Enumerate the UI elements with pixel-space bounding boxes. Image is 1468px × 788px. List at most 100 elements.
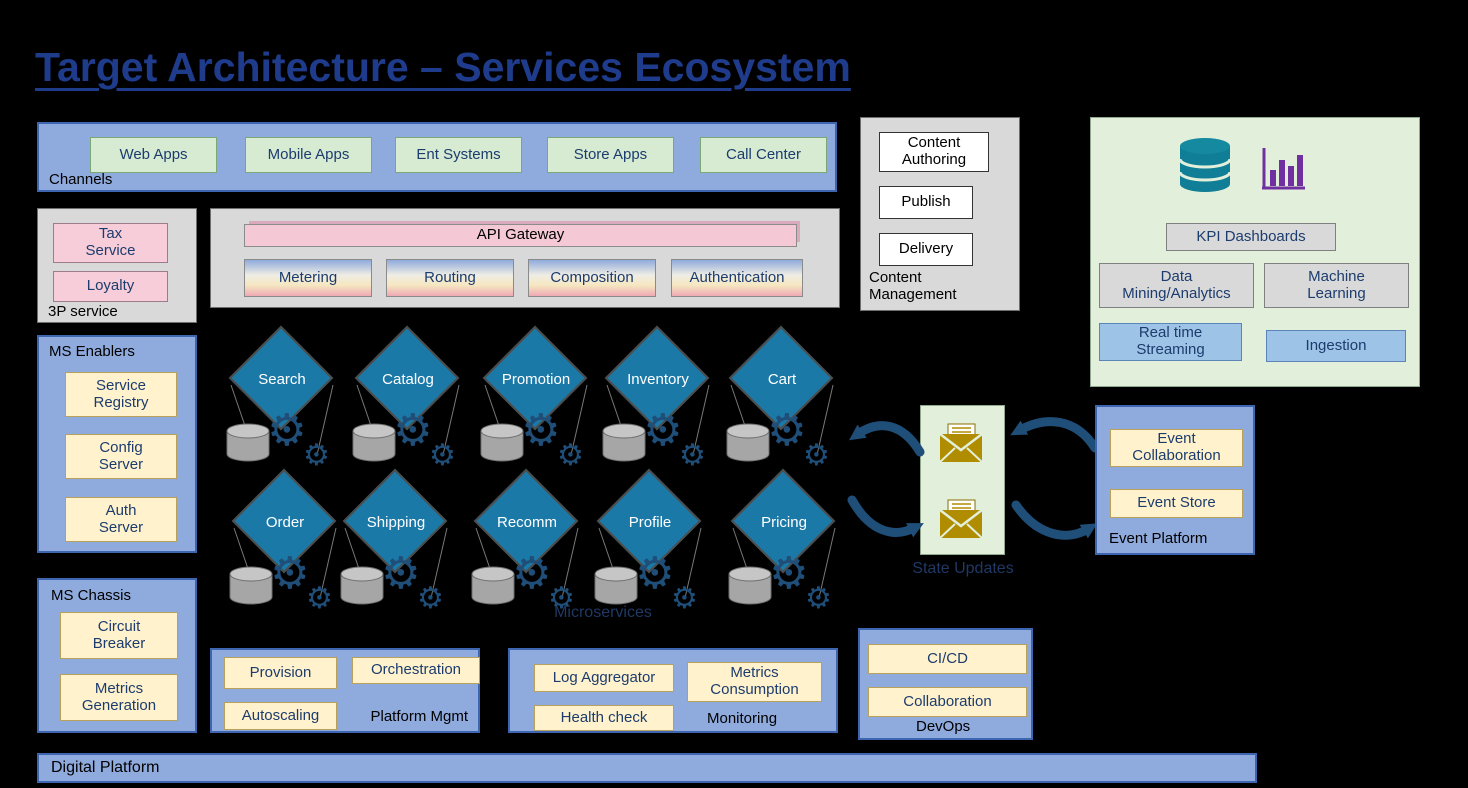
monitoring-panel: Log Aggregator Metrics Consumption Healt… — [508, 648, 838, 733]
service-name: Search — [258, 370, 306, 388]
database-cylinder-icon — [225, 423, 271, 463]
config-server-box: Config Server — [65, 434, 177, 479]
monitoring-label: Monitoring — [707, 709, 778, 727]
ms-enablers-label: MS Enablers — [49, 343, 135, 360]
gear-icon: ⚙ — [767, 405, 807, 456]
tax-service-box: Tax Service — [53, 223, 168, 263]
gear-icon: ⚙ — [643, 405, 683, 456]
gear-icon: ⚙ — [548, 581, 575, 616]
database-cylinder-icon — [725, 423, 771, 463]
database-cylinder-icon — [228, 566, 274, 606]
gear-icon: ⚙ — [381, 548, 421, 599]
service-name: Order — [265, 513, 305, 531]
database-cylinder-icon — [470, 566, 516, 606]
content-authoring-box: Content Authoring — [879, 132, 989, 172]
microservice-cell-shipping: Shipping ⚙ ⚙ — [331, 468, 461, 625]
event-platform-panel: Event Collaboration Event Store Event Pl… — [1095, 405, 1255, 555]
routing-box: Routing — [386, 259, 514, 297]
gear-icon: ⚙ — [521, 405, 561, 456]
gear-icon: ⚙ — [270, 548, 310, 599]
platform-mgmt-panel: Provision Orchestration Autoscaling Plat… — [210, 648, 480, 733]
gear-icon: ⚙ — [417, 581, 444, 616]
database-icon — [1176, 136, 1234, 194]
digital-platform-bar: Digital Platform — [37, 753, 1257, 783]
health-check-box: Health check — [534, 705, 674, 731]
auth-server-box: Auth Server — [65, 497, 177, 542]
service-name: Pricing — [761, 513, 807, 531]
gear-icon: ⚙ — [429, 438, 456, 473]
page-title: Target Architecture – Services Ecosystem — [35, 44, 851, 90]
ms-enablers-panel: MS Enablers Service Registry Config Serv… — [37, 335, 197, 553]
bar-chart-icon — [1259, 146, 1307, 192]
metrics-consumption-box: Metrics Consumption — [687, 662, 822, 702]
microservice-cell-promotion: Promotion ⚙ ⚙ — [471, 325, 601, 482]
data-mining-box: Data Mining/Analytics — [1099, 263, 1254, 308]
composition-box: Composition — [528, 259, 656, 297]
service-name: Inventory — [627, 370, 689, 388]
digital-platform-label: Digital Platform — [51, 759, 160, 776]
delivery-box: Delivery — [879, 233, 973, 266]
gear-icon: ⚙ — [512, 548, 552, 599]
log-aggregator-box: Log Aggregator — [534, 664, 674, 692]
circuit-breaker-box: Circuit Breaker — [60, 612, 178, 659]
ingestion-box: Ingestion — [1266, 330, 1406, 362]
state-updates-panel — [920, 405, 1005, 555]
gear-icon: ⚙ — [803, 438, 830, 473]
authentication-box: Authentication — [671, 259, 803, 297]
event-collaboration-box: Event Collaboration — [1110, 429, 1243, 467]
microservice-cell-pricing: Pricing ⚙ ⚙ — [719, 468, 849, 625]
gear-icon: ⚙ — [805, 581, 832, 616]
microservice-cell-profile: Profile ⚙ ⚙ — [585, 468, 715, 625]
database-cylinder-icon — [351, 423, 397, 463]
microservice-cell-cart: Cart ⚙ ⚙ — [717, 325, 847, 482]
service-name: Promotion — [501, 370, 571, 388]
channel-box: Mobile Apps — [245, 137, 372, 173]
microservice-cell-search: Search ⚙ ⚙ — [217, 325, 347, 482]
service-name: Cart — [767, 370, 797, 388]
kpi-dashboards-box: KPI Dashboards — [1166, 223, 1336, 251]
microservice-cell-recomm: Recomm ⚙ ⚙ — [462, 468, 592, 625]
channel-box: Store Apps — [547, 137, 674, 173]
cicd-box: CI/CD — [868, 644, 1027, 674]
collaboration-box: Collaboration — [868, 687, 1027, 717]
api-gateway-panel: API Gateway Metering Routing Composition… — [210, 208, 840, 308]
publish-box: Publish — [879, 186, 973, 219]
service-name: Recomm — [496, 513, 557, 531]
state-updates-label: State Updates — [912, 560, 1014, 577]
channels-panel: Web Apps Mobile Apps Ent Systems Store A… — [37, 122, 837, 192]
service-registry-box: Service Registry — [65, 372, 177, 417]
service-name: Shipping — [366, 513, 426, 531]
loyalty-box: Loyalty — [53, 271, 168, 302]
event-store-box: Event Store — [1110, 489, 1243, 518]
arrow-from-microservices — [847, 495, 924, 538]
database-cylinder-icon — [601, 423, 647, 463]
gear-icon: ⚙ — [679, 438, 706, 473]
platform-mgmt-label: Platform Mgmt — [370, 707, 468, 725]
data-flow-arrows — [847, 417, 1100, 540]
api-gateway-bar: API Gateway — [244, 224, 797, 247]
database-cylinder-icon — [593, 566, 639, 606]
machine-learning-box: Machine Learning — [1264, 263, 1409, 308]
real-time-streaming-box: Real time Streaming — [1099, 323, 1242, 361]
channel-box: Call Center — [700, 137, 827, 173]
gear-icon: ⚙ — [635, 548, 675, 599]
gear-icon: ⚙ — [769, 548, 809, 599]
gear-icon: ⚙ — [306, 581, 333, 616]
gear-icon: ⚙ — [557, 438, 584, 473]
database-cylinder-icon — [479, 423, 525, 463]
gear-icon: ⚙ — [393, 405, 433, 456]
microservice-cell-catalog: Catalog ⚙ ⚙ — [343, 325, 473, 482]
database-cylinder-icon — [339, 566, 385, 606]
metering-box: Metering — [244, 259, 372, 297]
analytics-panel: KPI Dashboards Data Mining/Analytics Mac… — [1090, 117, 1420, 387]
event-platform-label: Event Platform — [1109, 529, 1208, 547]
microservice-cell-order: Order ⚙ ⚙ — [220, 468, 350, 625]
third-party-label: 3P service — [48, 302, 118, 320]
devops-label: DevOps — [916, 717, 971, 735]
devops-panel: CI/CD Collaboration DevOps — [858, 628, 1033, 740]
orchestration-box: Orchestration — [352, 657, 480, 684]
microservices-label: Microservices — [554, 604, 652, 621]
ms-chassis-label: MS Chassis — [51, 587, 132, 604]
service-name: Catalog — [382, 370, 434, 388]
